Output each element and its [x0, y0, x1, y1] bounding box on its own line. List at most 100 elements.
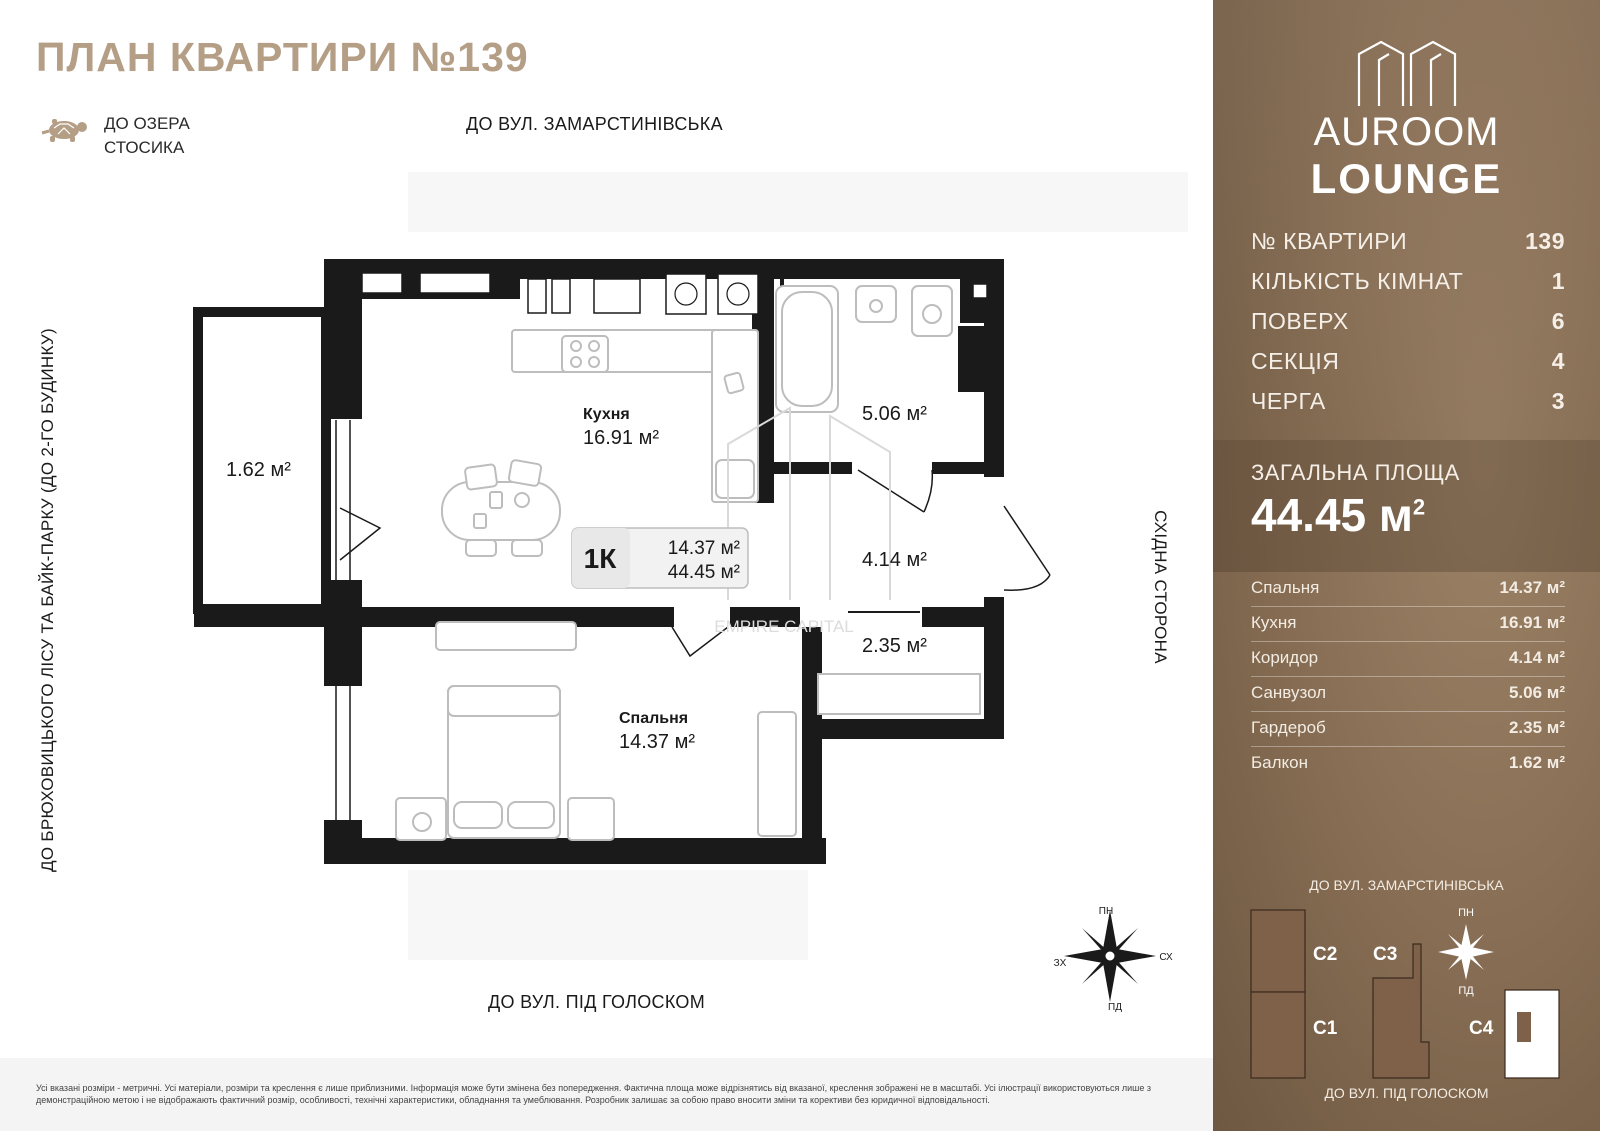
section-c1-block: [1250, 991, 1306, 1079]
lake-direction: ДО ОЗЕРА СТОСИКА: [40, 112, 190, 160]
site-compass-icon: [1438, 924, 1494, 980]
badge-living-area: 14.37 м²: [668, 538, 740, 559]
compass-west: ЗХ: [1054, 958, 1067, 969]
turtle-icon: [41, 119, 87, 142]
room-area: 1.62 м²: [1508, 753, 1565, 772]
brand-logo-icon: [1357, 40, 1457, 106]
room-area: 4.14 м²: [1508, 648, 1565, 667]
badge-type: 1К: [584, 543, 618, 574]
balcony-door: [339, 507, 382, 561]
total-area-band: [1213, 440, 1600, 572]
kitchen-counter: [511, 329, 759, 503]
wardrobe: [817, 673, 981, 715]
room-row: Гардероб 2.35 м²: [1251, 718, 1565, 747]
room-name: Санвузол: [1251, 683, 1327, 702]
info-value: 1: [1551, 268, 1565, 294]
lake-label-line2: СТОСИКА: [104, 138, 185, 157]
room-name: Коридор: [1251, 648, 1319, 667]
section-c4-block: [1504, 989, 1560, 1079]
total-area-value: 44.45 м2: [1251, 488, 1425, 542]
info-row-section: СЕКЦІЯ 4: [1251, 348, 1565, 375]
balcony-area: 1.62 м²: [226, 459, 291, 481]
watermark-block: [408, 172, 1188, 232]
sidebar-top: [1213, 0, 1600, 440]
brand-line1: AUROOM: [1313, 110, 1500, 154]
room-row: Кухня 16.91 м²: [1251, 613, 1565, 642]
section-label-c4: С4: [1469, 1018, 1494, 1039]
info-label: № КВАРТИРИ: [1251, 228, 1408, 254]
section-label-c1: С1: [1313, 1018, 1338, 1039]
kitchen-name: Кухня: [583, 406, 630, 423]
room-area: 16.91 м²: [1499, 613, 1565, 632]
info-value: 3: [1551, 388, 1565, 414]
room-name: Гардероб: [1251, 718, 1326, 737]
site-map-top-direction: ДО ВУЛ. ЗАМАРСТИНІВСЬКА: [1309, 877, 1504, 893]
room-name: Спальня: [1251, 578, 1320, 597]
section-c3-block: [1372, 943, 1430, 1079]
info-label: СЕКЦІЯ: [1251, 348, 1340, 374]
doors: [671, 469, 1051, 658]
info-value: 139: [1525, 228, 1565, 254]
room-area: 2.35 м²: [1508, 718, 1565, 737]
section-c2-block: [1250, 909, 1306, 993]
room-name: Кухня: [1251, 613, 1297, 632]
compass-north: ПН: [1099, 906, 1113, 917]
watermark-logo: [727, 406, 891, 600]
info-row-floor: ПОВЕРХ 6: [1251, 308, 1565, 335]
lake-label-line1: ДО ОЗЕРА: [104, 114, 190, 133]
watermark-text: EMPIRE CAPITAL: [714, 617, 854, 636]
room-area: 5.06 м²: [1508, 683, 1565, 702]
balcony: [193, 307, 331, 614]
apartment-badge: 1К 14.37 м² 44.45 м²: [571, 527, 749, 589]
disclaimer-bar: Усі вказані розміри - метричні. Усі мате…: [0, 1058, 1213, 1131]
direction-bottom: ДО ВУЛ. ПІД ГОЛОСКОМ: [488, 992, 706, 1012]
site-compass-north: ПН: [1458, 907, 1474, 919]
corridor-area: 4.14 м²: [862, 549, 927, 571]
room-row: Коридор 4.14 м²: [1251, 648, 1565, 677]
info-label: ЧЕРГА: [1251, 388, 1326, 414]
room-area: 14.37 м²: [1499, 578, 1565, 597]
room-row: Санвузол 5.06 м²: [1251, 683, 1565, 712]
direction-top: ДО ВУЛ. ЗАМАРСТИНІВСЬКА: [466, 114, 723, 134]
windows-top: [361, 272, 988, 315]
room-name: Балкон: [1251, 753, 1309, 772]
floor-plan: EMPIRE CAPITAL 1.62 м² Кухня 16.91 м² 5.…: [193, 172, 1188, 1013]
bedroom-furniture: [395, 621, 797, 841]
dining-table: [441, 459, 561, 557]
section-c4-highlight: [1517, 1012, 1531, 1042]
badge-total-area: 44.45 м²: [668, 562, 740, 583]
section-label-c2: С2: [1313, 944, 1337, 965]
page-title: ПЛАН КВАРТИРИ №139: [36, 34, 529, 80]
info-sidebar: AUROOM LOUNGE № КВАРТИРИ 139 КІЛЬКІСТЬ К…: [1213, 0, 1600, 1131]
info-row-apartment: № КВАРТИРИ 139: [1251, 228, 1565, 255]
brand-line2: LOUNGE: [1310, 155, 1503, 202]
info-row-rooms: КІЛЬКІСТЬ КІМНАТ 1: [1251, 268, 1565, 295]
room-row: Балкон 1.62 м²: [1251, 753, 1565, 781]
compass-rose: [1064, 910, 1156, 1002]
info-row-queue: ЧЕРГА 3: [1251, 388, 1565, 415]
bedroom-area: 14.37 м²: [619, 731, 695, 753]
site-compass-south: ПД: [1458, 985, 1474, 997]
lake-label: ДО ОЗЕРА СТОСИКА: [104, 112, 190, 160]
info-value: 6: [1551, 308, 1565, 334]
wardrobe-area: 2.35 м²: [862, 635, 927, 657]
info-value: 4: [1551, 348, 1565, 374]
section-label-c3: С3: [1373, 944, 1397, 965]
compass-south: ПД: [1108, 1002, 1122, 1013]
watermark-block-lower: [408, 870, 808, 960]
bath-area: 5.06 м²: [862, 403, 927, 425]
total-area-unit: 2: [1412, 494, 1426, 520]
disclaimer-text: Усі вказані розміри - метричні. Усі мате…: [36, 1083, 1151, 1105]
compass-east: СХ: [1159, 952, 1173, 963]
room-row: Спальня 14.37 м²: [1251, 578, 1565, 607]
total-area-number: 44.45 м: [1251, 489, 1413, 541]
kitchen-area: 16.91 м²: [583, 427, 659, 449]
site-map: С2 С3 С1 С4 ПН ПД: [1250, 907, 1560, 1079]
site-map-bottom-direction: ДО ВУЛ. ПІД ГОЛОСКОМ: [1324, 1085, 1489, 1101]
info-label: ПОВЕРХ: [1251, 308, 1349, 334]
bedroom-name: Спальня: [619, 710, 688, 727]
bathroom-fixtures: [775, 285, 953, 413]
floor-plan-panel: ПЛАН КВАРТИРИ №139 ДО ОЗЕРА СТОСИКА ДО В…: [0, 34, 1213, 1131]
total-area-label: ЗАГАЛЬНА ПЛОЩА: [1251, 460, 1460, 485]
info-label: КІЛЬКІСТЬ КІМНАТ: [1251, 268, 1464, 294]
